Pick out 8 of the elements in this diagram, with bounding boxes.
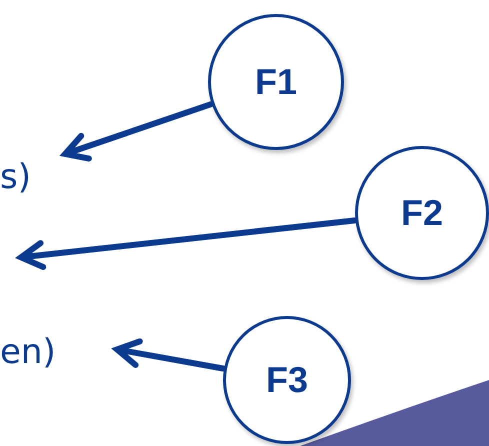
circle-label: F2 — [400, 192, 443, 234]
arrow — [114, 338, 226, 372]
circle-label: F1 — [254, 61, 297, 103]
arrow — [62, 101, 214, 162]
circle-label: F3 — [266, 359, 308, 401]
partial-text: s) — [0, 160, 31, 194]
arrow — [18, 217, 358, 270]
partial-text: en) — [0, 335, 56, 369]
